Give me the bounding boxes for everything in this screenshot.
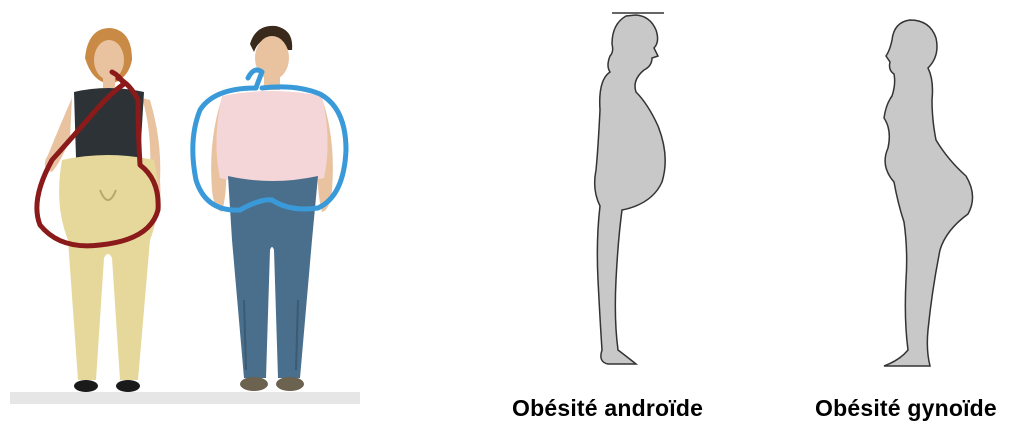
caption-gynoid-obesity: Obésité gynoïde xyxy=(815,395,997,422)
woman-face xyxy=(94,40,124,80)
man-shirt xyxy=(216,91,327,184)
man-right-shoe xyxy=(276,377,304,391)
woman-left-shoe xyxy=(74,380,98,392)
woman-pants xyxy=(59,155,158,380)
body-shape-illustration xyxy=(0,0,400,421)
gynoid-silhouette xyxy=(884,20,973,366)
man-figure xyxy=(193,26,346,391)
man-jeans xyxy=(228,176,318,378)
caption-android-obesity: Obésité androïde xyxy=(512,395,703,422)
man-left-shoe xyxy=(240,377,268,391)
floor-shadow xyxy=(10,392,360,404)
silhouette-diagram xyxy=(400,0,1026,421)
android-silhouette xyxy=(595,15,666,364)
woman-right-shoe xyxy=(116,380,140,392)
woman-figure xyxy=(37,28,161,392)
